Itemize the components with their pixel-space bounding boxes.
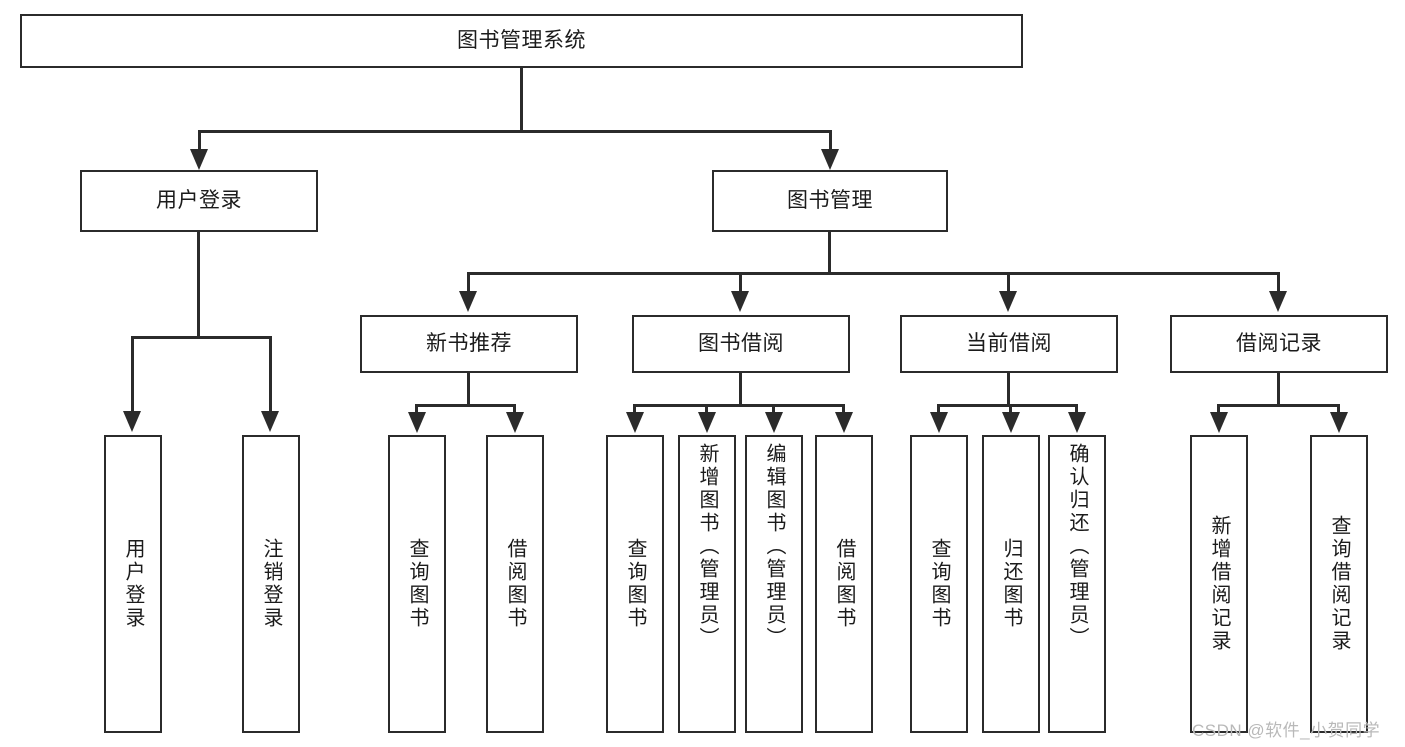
node-book-borrow[interactable]: 图书借阅 [632, 315, 850, 373]
connector-bb-drop-1 [633, 404, 636, 416]
connector-nbr-drop-1 [415, 404, 418, 416]
node-book-management[interactable]: 图书管理 [712, 170, 948, 232]
node-label: 归还图书 [1000, 538, 1022, 630]
connector-cb-bar [937, 404, 1078, 407]
arrowhead-leaf-borrow-book-2 [835, 412, 853, 433]
arrowhead-book-management [821, 149, 839, 170]
connector-bb-drop-2 [705, 404, 708, 416]
arrowhead-leaf-add-record [1210, 412, 1228, 433]
connector-cb-stem [1007, 373, 1010, 407]
node-leaf-query-book-1[interactable]: 查询图书 [388, 435, 446, 733]
connector-root-bar [198, 130, 832, 133]
connector-root-to-user-login [198, 130, 201, 156]
node-borrow-record[interactable]: 借阅记录 [1170, 315, 1388, 373]
connector-user-login-drop-1 [131, 336, 134, 414]
connector-bb-bar [633, 404, 845, 407]
connector-nbr-stem [467, 373, 470, 407]
node-leaf-query-record[interactable]: 查询借阅记录 [1310, 435, 1368, 733]
connector-br-drop-1 [1217, 404, 1220, 416]
node-leaf-user-login[interactable]: 用户登录 [104, 435, 162, 733]
connector-user-login-stem [197, 232, 200, 339]
connector-cb-drop-1 [937, 404, 940, 416]
node-label: 新增图书（管理员） [696, 443, 718, 650]
arrowhead-borrow-record [1269, 291, 1287, 312]
node-label: 当前借阅 [966, 332, 1052, 356]
node-label: 借阅记录 [1236, 332, 1322, 356]
connector-user-login-bar [131, 336, 269, 339]
node-current-borrow[interactable]: 当前借阅 [900, 315, 1118, 373]
node-leaf-borrow-book-2[interactable]: 借阅图书 [815, 435, 873, 733]
arrowhead-leaf-query-record [1330, 412, 1348, 433]
node-label: 借阅图书 [504, 538, 526, 630]
node-label: 查询借阅记录 [1328, 515, 1350, 653]
node-leaf-query-book-3[interactable]: 查询图书 [910, 435, 968, 733]
connector-book-management-bar [467, 272, 1278, 275]
arrowhead-leaf-return-book [1002, 412, 1020, 433]
connector-user-login-drop-2 [269, 336, 272, 414]
node-label: 查询图书 [928, 538, 950, 630]
arrowhead-leaf-add-book [698, 412, 716, 433]
node-label: 查询图书 [406, 538, 428, 630]
connector-nbr-drop-2 [513, 404, 516, 416]
arrowhead-leaf-query-book-2 [626, 412, 644, 433]
node-leaf-confirm-return[interactable]: 确认归还（管理员） [1048, 435, 1106, 733]
node-leaf-edit-book[interactable]: 编辑图书（管理员） [745, 435, 803, 733]
node-label: 图书管理 [787, 189, 873, 213]
connector-bb-stem [739, 373, 742, 407]
node-leaf-add-book[interactable]: 新增图书（管理员） [678, 435, 736, 733]
connector-br-bar [1217, 404, 1339, 407]
node-leaf-borrow-book-1[interactable]: 借阅图书 [486, 435, 544, 733]
connector-br-drop-2 [1337, 404, 1340, 416]
connector-bm-drop-1 [467, 272, 470, 296]
arrowhead-leaf-user-logout [261, 411, 279, 432]
connector-cb-drop-2 [1009, 404, 1012, 416]
node-label: 编辑图书（管理员） [763, 443, 785, 650]
arrowhead-leaf-query-book-3 [930, 412, 948, 433]
node-root-system[interactable]: 图书管理系统 [20, 14, 1023, 68]
node-label: 确认归还（管理员） [1066, 443, 1088, 650]
node-label: 新书推荐 [426, 332, 512, 356]
node-label: 图书管理系统 [457, 29, 586, 53]
arrowhead-user-login [190, 149, 208, 170]
connector-book-management-stem [828, 232, 831, 275]
node-label: 注销登录 [260, 538, 282, 630]
arrowhead-current-borrow [999, 291, 1017, 312]
node-leaf-add-record[interactable]: 新增借阅记录 [1190, 435, 1248, 733]
arrowhead-new-book-recommend [459, 291, 477, 312]
node-label: 用户登录 [156, 189, 242, 213]
arrowhead-book-borrow [731, 291, 749, 312]
node-label: 查询图书 [624, 538, 646, 630]
arrowhead-leaf-query-book-1 [408, 412, 426, 433]
connector-cb-drop-3 [1075, 404, 1078, 416]
arrowhead-leaf-user-login [123, 411, 141, 432]
arrowhead-leaf-confirm-return [1068, 412, 1086, 433]
connector-br-stem [1277, 373, 1280, 407]
node-label: 新增借阅记录 [1208, 515, 1230, 653]
node-new-book-recommend[interactable]: 新书推荐 [360, 315, 578, 373]
connector-root-stem [520, 68, 523, 132]
connector-bb-drop-3 [772, 404, 775, 416]
node-label: 图书借阅 [698, 332, 784, 356]
connector-bm-drop-4 [1277, 272, 1280, 296]
arrowhead-leaf-borrow-book-1 [506, 412, 524, 433]
node-label: 借阅图书 [833, 538, 855, 630]
csdn-watermark: CSDN @软件_小贺同学 [1192, 721, 1381, 740]
node-leaf-query-book-2[interactable]: 查询图书 [606, 435, 664, 733]
connector-bb-drop-4 [842, 404, 845, 416]
node-leaf-return-book[interactable]: 归还图书 [982, 435, 1040, 733]
node-label: 用户登录 [122, 538, 144, 630]
connector-bm-drop-2 [739, 272, 742, 296]
node-user-login[interactable]: 用户登录 [80, 170, 318, 232]
node-leaf-user-logout[interactable]: 注销登录 [242, 435, 300, 733]
connector-nbr-bar [415, 404, 514, 407]
connector-bm-drop-3 [1007, 272, 1010, 296]
connector-root-to-book-management [829, 130, 832, 156]
arrowhead-leaf-edit-book [765, 412, 783, 433]
